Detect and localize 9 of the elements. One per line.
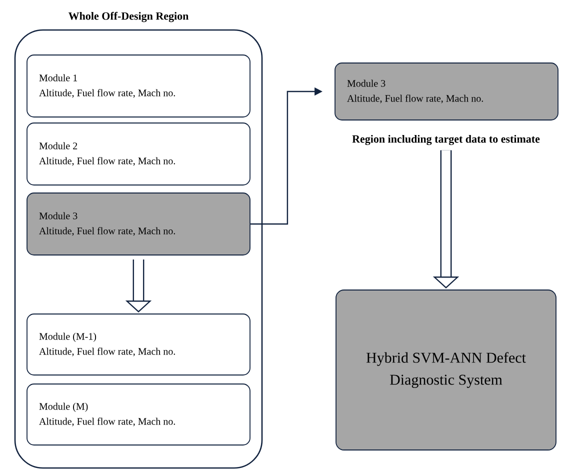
- region-caption: Region including target data to estimate: [352, 134, 540, 146]
- module-box: Module 3 Altitude, Fuel flow rate, Mach no.: [334, 62, 558, 120]
- module-box: Module 3 Altitude, Fuel flow rate, Mach no.: [26, 192, 250, 256]
- module-box: Module (M-1) Altitude, Fuel flow rate, Mach no.: [26, 314, 250, 376]
- module-box: Module (M) Altitude, Fuel flow rate, Mach no.: [26, 384, 250, 446]
- module-box: Module 1 Altitude, Fuel flow rate, Mach no.: [26, 54, 250, 118]
- system-box: Hybrid SVM-ANN Defect Diagnostic System: [336, 290, 556, 450]
- region-heading: Whole Off-Design Region: [68, 12, 189, 22]
- module-box: Module 2 Altitude, Fuel flow rate, Mach no.: [26, 122, 250, 186]
